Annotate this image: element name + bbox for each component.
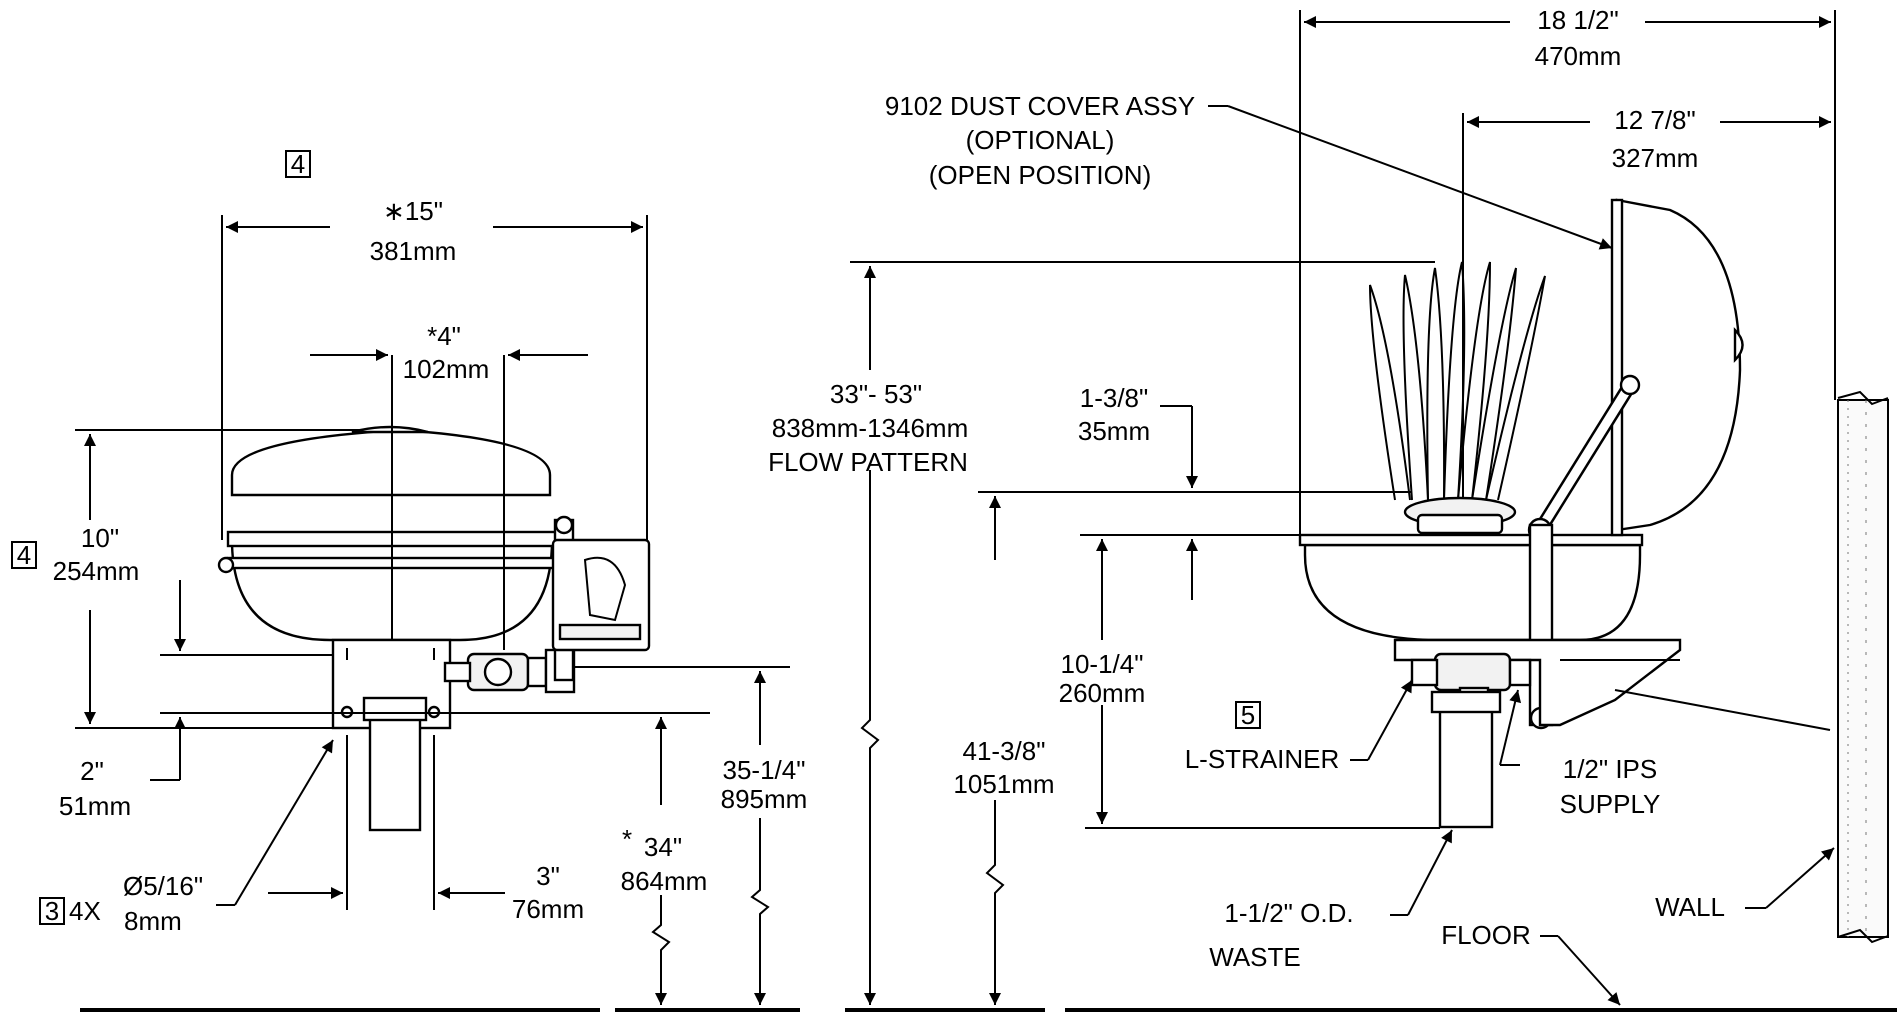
offset-in-label: 2" xyxy=(80,756,104,786)
front-rim-knob xyxy=(217,556,235,574)
dust-cover-label-3: (OPEN POSITION) xyxy=(929,160,1151,190)
bowl-in-label: 10-1/4" xyxy=(1061,649,1144,679)
overall-mm-label: 470mm xyxy=(1535,41,1622,71)
offset-mm-label: 51mm xyxy=(59,791,131,821)
height-in-label: 10" xyxy=(81,523,119,553)
height-mm-label: 254mm xyxy=(53,556,140,586)
dust-cover xyxy=(1615,198,1742,532)
front-cover-cap xyxy=(351,425,429,434)
hole-in-label: Ø5/16" xyxy=(123,871,203,901)
rim-in-label: 34" xyxy=(644,832,682,862)
floor-label: FLOOR xyxy=(1441,920,1531,950)
supply-in-label: 35-1/4" xyxy=(723,755,806,785)
wall xyxy=(1837,399,1889,938)
waste-label-1: 1-1/2" O.D. xyxy=(1224,898,1353,928)
front-view-unit xyxy=(217,425,651,832)
box-ref-top-text: 4 xyxy=(291,149,305,179)
side-waste-pipe xyxy=(1438,693,1494,829)
spacing-mm-label: 76mm xyxy=(512,894,584,924)
box-ref-strainer-text: 5 xyxy=(1241,700,1255,730)
hole-qty-label: 4X xyxy=(69,896,101,926)
side-bowl xyxy=(1303,543,1642,642)
supply-label-1: 1/2" IPS xyxy=(1563,754,1658,784)
center-mm-label: 102mm xyxy=(403,354,490,384)
flow-in-label: 33"- 53" xyxy=(830,379,922,409)
width-in-label: ∗15" xyxy=(383,196,443,226)
bowl-mm-label: 260mm xyxy=(1059,678,1146,708)
side-view-unit xyxy=(1298,198,1889,944)
supply-label-2: SUPPLY xyxy=(1560,789,1661,819)
rim-mm-label: 864mm xyxy=(621,866,708,896)
box-ref-hole-text: 3 xyxy=(45,896,59,926)
center-in-label: *4" xyxy=(427,321,461,351)
projection-mm-label: 327mm xyxy=(1612,143,1699,173)
dust-cover-label-1: 9102 DUST COVER ASSY xyxy=(885,91,1195,121)
head-mm-label: 35mm xyxy=(1078,416,1150,446)
box-ref-hole xyxy=(39,897,65,925)
dust-cover-label-2: (OPTIONAL) xyxy=(966,125,1115,155)
width-mm-label: 381mm xyxy=(370,236,457,266)
front-dimensions xyxy=(75,215,790,1005)
front-labels: 4 ∗15" 381mm *4" 102mm 4 10" 254mm 2" 51… xyxy=(11,149,808,936)
strainer-label: L-STRAINER xyxy=(1185,744,1340,774)
supply-mm-label: 895mm xyxy=(721,784,808,814)
side-labels: 18 1/2" 470mm 9102 DUST COVER ASSY (OPTI… xyxy=(768,5,1725,972)
rim-star: * xyxy=(622,824,632,854)
box-ref-strainer xyxy=(1235,701,1261,729)
waste-label-2: WASTE xyxy=(1209,942,1300,972)
side-dimensions xyxy=(850,10,1836,1006)
head-in-label: 1-3/8" xyxy=(1080,383,1149,413)
projection-in-label: 12 7/8" xyxy=(1614,105,1696,135)
side-valve-body xyxy=(1433,652,1512,692)
overall-in-label: 18 1/2" xyxy=(1537,5,1619,35)
flow-pattern-streams xyxy=(1369,261,1546,501)
head-height-in-label: 41-3/8" xyxy=(963,736,1046,766)
hole-mm-label: 8mm xyxy=(124,906,182,936)
front-waste-pipe xyxy=(368,698,422,832)
box-ref-left xyxy=(11,541,37,569)
box-ref-left-text: 4 xyxy=(17,540,31,570)
box-ref-top xyxy=(285,150,311,178)
wall-label: WALL xyxy=(1655,892,1725,922)
front-sign-panel xyxy=(551,538,651,652)
spacing-in-label: 3" xyxy=(536,861,560,891)
flow-mm-label: 838mm-1346mm xyxy=(772,413,969,443)
flow-pattern-label: FLOW PATTERN xyxy=(768,447,968,477)
head-height-mm-label: 1051mm xyxy=(953,769,1054,799)
